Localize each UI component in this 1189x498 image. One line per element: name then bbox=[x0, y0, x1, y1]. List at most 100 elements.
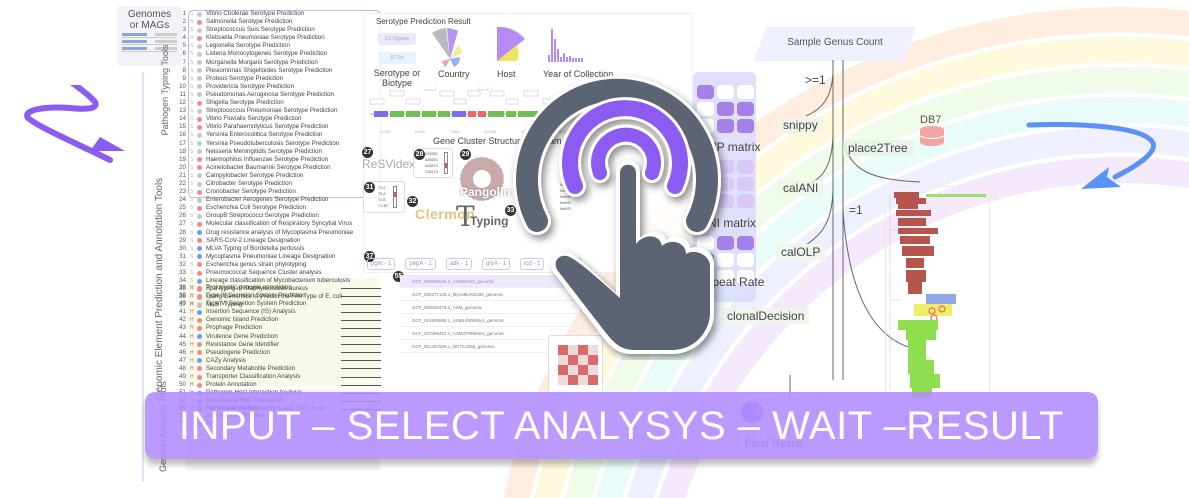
mlst-allele: pgm - 1 bbox=[367, 258, 396, 270]
tool-number: 12 bbox=[179, 99, 186, 107]
tool-status-dot-icon bbox=[197, 52, 202, 58]
tool-number: 49 bbox=[179, 373, 186, 381]
tool-number: 40 bbox=[179, 300, 186, 308]
tap-hand-icon bbox=[513, 75, 721, 354]
tool-number: 45 bbox=[179, 340, 186, 348]
typing-logo: Typing bbox=[470, 214, 509, 228]
t-result-box bbox=[363, 181, 405, 213]
tool-marker-icon: H bbox=[190, 333, 194, 340]
mlst-allele: pepA - 1 bbox=[405, 258, 436, 270]
genome-row[interactable]: GCF_000020475.1_ASM_genomic bbox=[400, 301, 600, 314]
genome-row[interactable]: GCF_014906555.1_ASM1490655v1_genomic bbox=[400, 314, 600, 327]
snippy-step[interactable]: snippy bbox=[778, 117, 823, 133]
tool-name: Escherichia Coli Serotype Prediction bbox=[206, 204, 307, 212]
tool-status-dot-icon bbox=[197, 278, 202, 284]
tool-marker-icon: S bbox=[190, 197, 194, 204]
tool-name: MLVA Typing of Bordetella pertussis bbox=[206, 244, 305, 252]
genome-row[interactable]: GCF_000006945.2_ASM694v2_genomic bbox=[400, 275, 600, 288]
tool-name: Neisseria Meningitidis Serotype Predicti… bbox=[206, 147, 322, 155]
tool-marker-icon: S bbox=[190, 253, 194, 260]
tool-number: 13 bbox=[179, 107, 186, 115]
tool-status-dot-icon bbox=[197, 173, 202, 179]
tool-marker-icon: H bbox=[190, 341, 194, 348]
input-title: Genomes or MAGs bbox=[127, 9, 172, 31]
calani-step[interactable]: calANI bbox=[778, 180, 824, 196]
tool-progress-line bbox=[341, 368, 381, 370]
tool-progress-line bbox=[341, 376, 381, 378]
section-label-pathogen: Pathogen Typing Tools bbox=[160, 44, 170, 136]
tool-status-dot-icon bbox=[197, 350, 202, 356]
tool-status-dot-icon bbox=[197, 165, 202, 171]
genome-row[interactable]: GCF_001457505.1_NCTC3455_genomic bbox=[400, 340, 600, 353]
tool-name: Secondary Metabolite Prediction bbox=[206, 364, 296, 372]
clonal-decision-step[interactable]: clonalDecision bbox=[722, 308, 810, 324]
tool-name: Listeria Monocytogenes Serotype Predicti… bbox=[206, 50, 328, 58]
ani-heatmap bbox=[558, 345, 598, 385]
tool-number: 2 bbox=[182, 18, 186, 26]
tool-name: Pseudogene Prediction bbox=[206, 348, 270, 356]
input-genomes-box[interactable]: Genomes or MAGs bbox=[117, 6, 182, 66]
tool-name: Virulence Gene Prediction bbox=[206, 332, 278, 340]
tool-status-dot-icon bbox=[197, 27, 202, 33]
tool-marker-icon: S bbox=[190, 35, 194, 42]
tool-name: Legionella Serotype Prediction bbox=[206, 42, 290, 50]
ani-matrix-label: ANI matrix bbox=[700, 216, 757, 230]
genome-row[interactable]: GCF_000277125.1_MycoMor62320_genomic bbox=[400, 288, 600, 301]
place2tree-step[interactable]: place2Tree bbox=[843, 140, 913, 156]
tool-status-dot-icon bbox=[197, 189, 202, 195]
genome-row[interactable]: GCF_037099451.1_ASM3709945v1_genomic bbox=[400, 327, 600, 340]
badge-33: 33 bbox=[505, 205, 516, 216]
clermon-logo: Clermon bbox=[415, 206, 476, 222]
tool-status-dot-icon bbox=[197, 326, 202, 332]
calolp-step[interactable]: calOLP bbox=[776, 244, 826, 260]
year-label: Year of Collection bbox=[543, 69, 614, 79]
